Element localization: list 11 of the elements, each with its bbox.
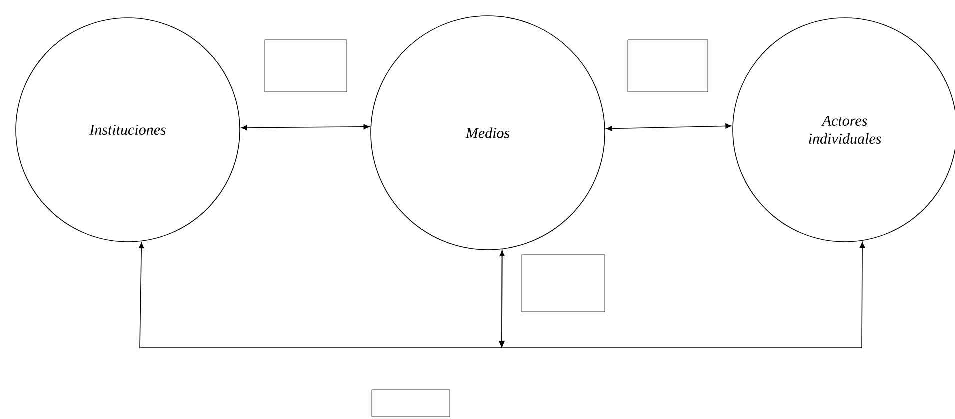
empty-box bbox=[628, 40, 708, 92]
empty-box bbox=[372, 390, 450, 418]
connector-line bbox=[138, 242, 505, 348]
circle-node: Instituciones bbox=[16, 18, 240, 242]
empty-box bbox=[264, 40, 348, 92]
circle-node: Medios bbox=[370, 16, 606, 250]
arrowhead bbox=[499, 340, 505, 348]
empty-box bbox=[522, 254, 606, 312]
arrow bbox=[241, 124, 370, 131]
arrow bbox=[606, 124, 732, 132]
connector-line bbox=[502, 242, 866, 348]
